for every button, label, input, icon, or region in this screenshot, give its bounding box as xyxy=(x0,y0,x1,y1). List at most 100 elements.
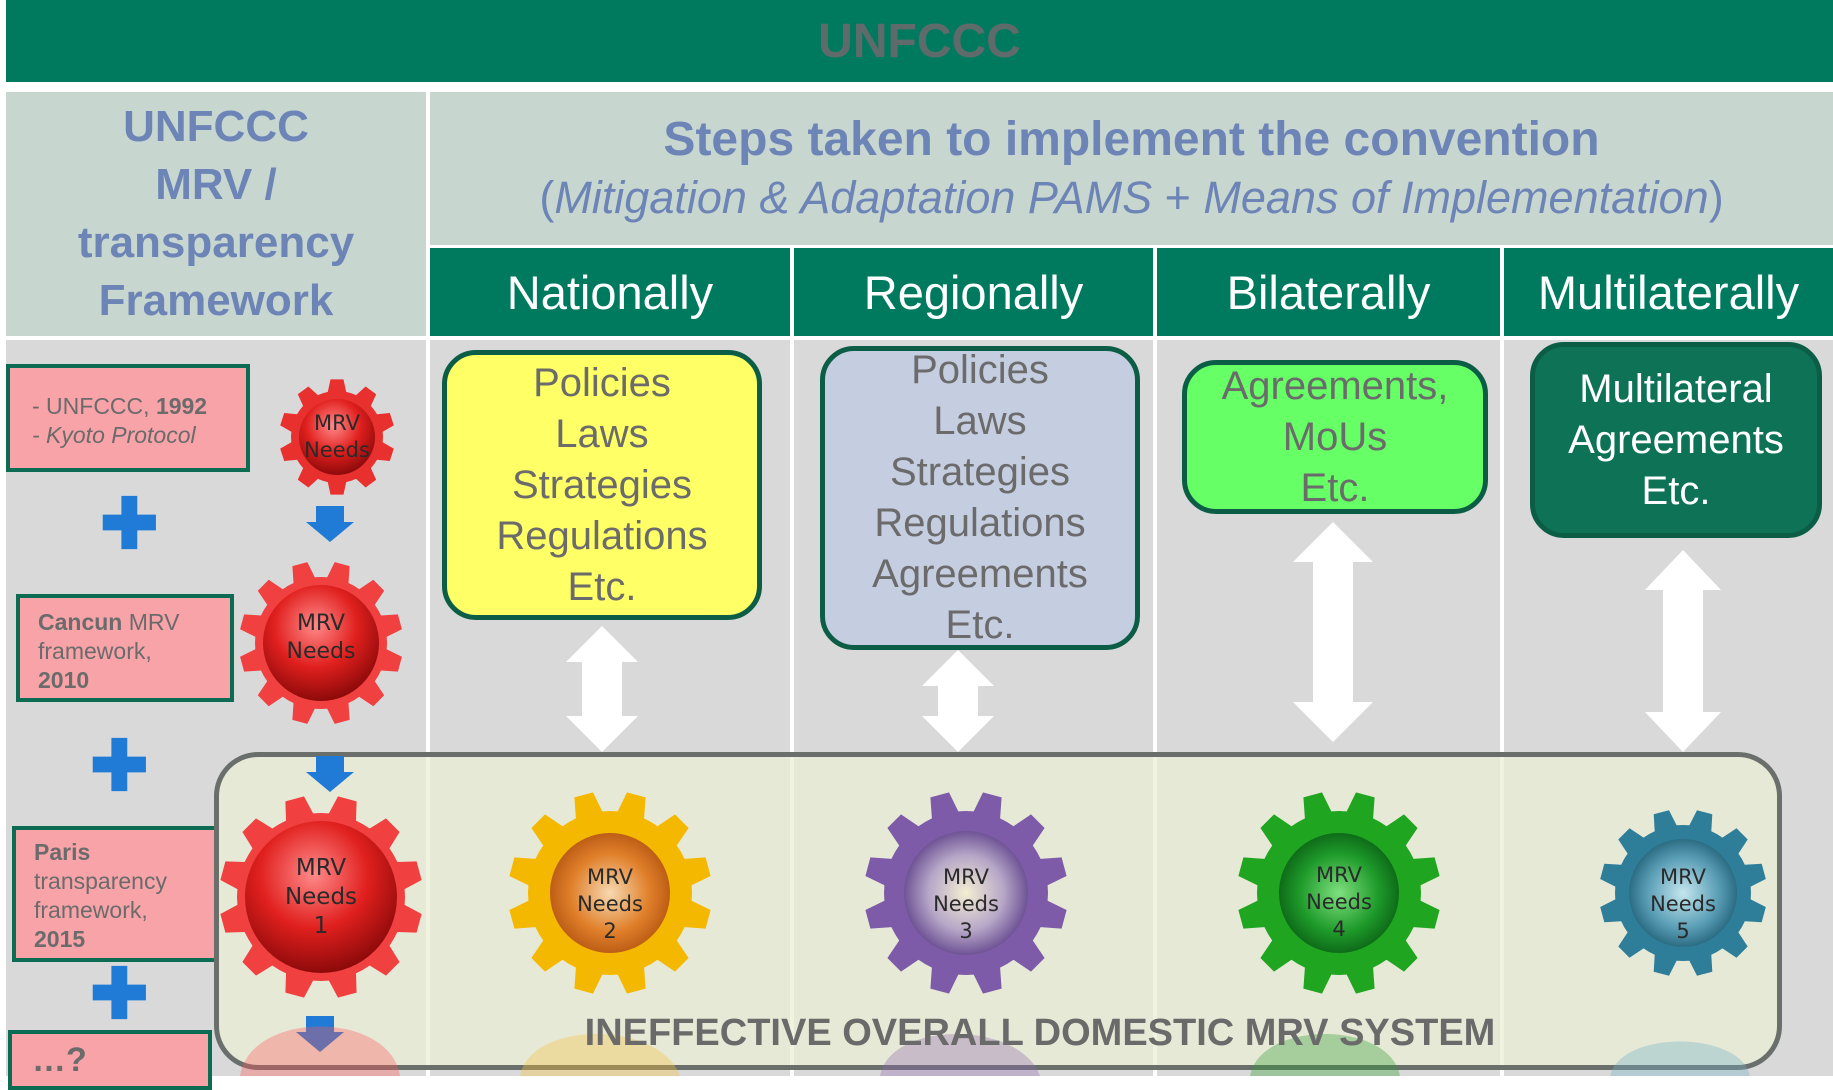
framework-line: 2010 xyxy=(38,666,230,695)
instrument-item: Strategies xyxy=(889,450,1071,494)
instrument-item: Laws xyxy=(933,399,1027,443)
gear-label-line: MRV xyxy=(314,411,360,435)
double-arrow-icon xyxy=(566,626,638,752)
framework-line: framework, xyxy=(38,638,152,664)
gear-icon xyxy=(240,562,402,724)
multilateral-instruments-box: Multilateral Agreements Etc. xyxy=(1530,342,1822,538)
paren-open: ( xyxy=(539,171,555,223)
down-arrow-icon xyxy=(296,1016,344,1052)
framework-name: Paris xyxy=(34,839,91,865)
gear-label-line: 4 xyxy=(1332,917,1346,941)
paren-close: ) xyxy=(1708,171,1724,223)
gear-label-line: Needs xyxy=(304,438,370,462)
instrument-item: Regulations xyxy=(496,513,708,558)
column-header-multilaterally: Multilaterally xyxy=(1504,248,1833,336)
instrument-item: Etc. xyxy=(567,564,637,609)
gear-label-line: Needs xyxy=(1306,890,1372,914)
bilateral-instruments-box: Agreements, MoUs Etc. xyxy=(1182,360,1488,514)
instrument-item: Etc. xyxy=(945,603,1015,647)
framework-line: framework, xyxy=(34,897,148,923)
framework-year: 2015 xyxy=(34,926,86,952)
framework-year: 2010 xyxy=(38,667,90,693)
framework-line: transparency xyxy=(34,868,167,894)
instrument-item: Strategies xyxy=(511,462,693,507)
down-arrow-icon xyxy=(306,756,354,792)
column-header-bilaterally: Bilaterally xyxy=(1157,248,1500,336)
framework-header: UNFCCC MRV / transparency Framework xyxy=(6,92,426,336)
instrument-item: Policies xyxy=(533,360,671,405)
national-instruments-box: Policies Laws Strategies Regulations Etc… xyxy=(442,350,762,620)
instrument-item: Policies xyxy=(911,348,1049,392)
subtitle-plus: + xyxy=(1152,171,1204,223)
gear-icon xyxy=(220,796,422,998)
plus-icon: ✚ xyxy=(90,727,149,805)
framework-line: - Kyoto Protocol xyxy=(32,421,246,450)
framework-box-unfccc: - UNFCCC, 1992 - Kyoto Protocol xyxy=(6,364,250,472)
plus-icon: ✚ xyxy=(90,955,149,1033)
column-header-regionally: Regionally xyxy=(794,248,1153,336)
framework-text: MRV xyxy=(122,609,180,635)
instrument-item: Agreements xyxy=(1568,417,1784,462)
framework-line: Paris xyxy=(34,838,214,867)
gear-label: MRV Needs xyxy=(277,410,397,464)
double-arrow-icon xyxy=(922,650,994,752)
column-header-nationally: Nationally xyxy=(430,248,790,336)
framework-box-paris: Paris transparency framework, 2015 xyxy=(12,826,218,962)
instrument-item: Agreements xyxy=(872,552,1088,596)
gear-label-line: MRV xyxy=(943,865,989,889)
framework-line: Cancun MRV xyxy=(38,608,230,637)
framework-header-line: UNFCCC xyxy=(123,102,309,151)
instrument-item: Regulations xyxy=(874,501,1086,545)
framework-line: 2015 xyxy=(34,925,214,954)
double-arrow-icon xyxy=(1645,550,1721,752)
instrument-item: Laws xyxy=(555,411,649,456)
framework-line: - UNFCCC, 1992 xyxy=(32,392,246,421)
gear-icon xyxy=(280,379,394,495)
gear-label-line: Needs xyxy=(284,884,358,910)
gear-label-line: 2 xyxy=(603,919,617,943)
steps-subtitle: (Mitigation & Adaptation PAMS + Means of… xyxy=(539,169,1723,227)
banner-title: UNFCCC xyxy=(818,14,1021,68)
gear-label-line: Needs xyxy=(286,639,356,664)
gear-label-line: Needs xyxy=(1650,892,1716,916)
gear-label-line: MRV xyxy=(1660,865,1706,889)
gear-reflection xyxy=(240,1026,1750,1076)
gear-label: MRV Needs xyxy=(261,610,381,666)
instrument-item: Etc. xyxy=(1641,468,1711,513)
gear-label-line: MRV xyxy=(296,611,346,636)
framework-text: - UNFCCC, xyxy=(32,393,156,419)
gear-label: MRV Needs 5 xyxy=(1623,864,1743,945)
gear-label-line: MRV xyxy=(1316,863,1362,887)
gear-label: MRV Needs 3 xyxy=(906,864,1026,945)
gear-label: MRV Needs 4 xyxy=(1279,862,1399,943)
steps-header: Steps taken to implement the convention … xyxy=(430,92,1833,245)
double-arrow-icon xyxy=(1293,522,1373,742)
gear-label-line: MRV xyxy=(295,855,347,881)
steps-title: Steps taken to implement the convention xyxy=(663,112,1600,166)
regional-instruments-box: Policies Laws Strategies Regulations Agr… xyxy=(820,346,1140,650)
framework-text: - Kyoto Protocol xyxy=(32,422,196,448)
gear-icon xyxy=(865,792,1067,994)
framework-year: 1992 xyxy=(155,393,208,419)
gear-label-line: Needs xyxy=(933,892,999,916)
subtitle-pams: Mitigation & Adaptation PAMS xyxy=(554,171,1153,223)
framework-header-line: MRV / xyxy=(155,160,277,209)
gear-icon xyxy=(1238,792,1440,994)
system-label: INEFFECTIVE OVERALL DOMESTIC MRV SYSTEM xyxy=(584,1012,1496,1054)
gear-icon xyxy=(1600,810,1766,976)
instrument-item: MoUs xyxy=(1282,414,1388,459)
gear-label-line: 3 xyxy=(959,919,973,943)
gear-label-line: 5 xyxy=(1676,919,1690,943)
gear-icon xyxy=(509,792,711,994)
instrument-item: Multilateral xyxy=(1579,366,1773,411)
instrument-item: Etc. xyxy=(1300,465,1370,510)
framework-box-cancun: Cancun MRV framework, 2010 xyxy=(16,594,234,702)
gear-label: MRV Needs 1 xyxy=(261,854,381,941)
gear-label-line: Needs xyxy=(577,892,643,916)
gear-label-line: 1 xyxy=(313,913,329,939)
instrument-item: Agreements, xyxy=(1221,363,1449,408)
top-banner: UNFCCC xyxy=(6,0,1833,82)
subtitle-moi: Means of Implementation xyxy=(1203,171,1709,223)
